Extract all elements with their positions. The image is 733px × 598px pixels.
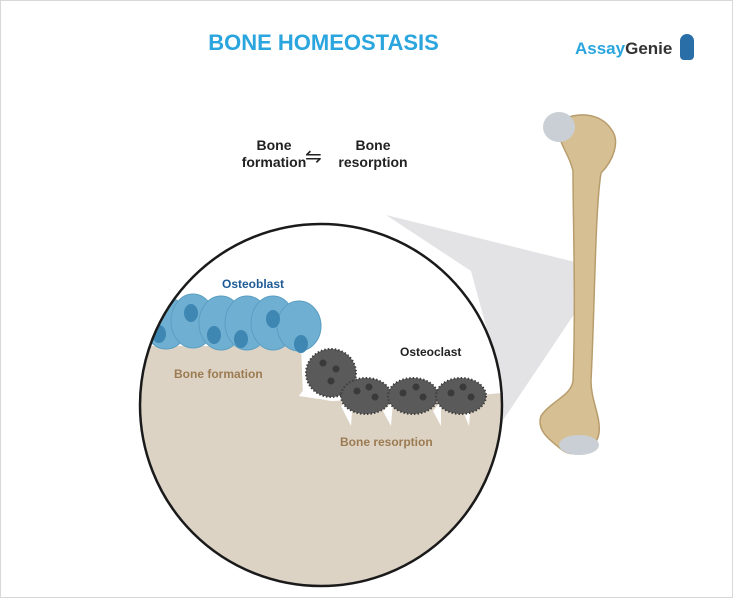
balance-bone-formation: Bone formation (239, 137, 309, 171)
femur-head (543, 112, 575, 142)
balance-right-line1: Bone (355, 137, 391, 153)
magnified-view-circle (138, 222, 504, 588)
bone-formation-label: Bone formation (174, 367, 263, 381)
assay-genie-logo: AssayGenie (575, 34, 695, 60)
osteoclast-label: Osteoclast (400, 345, 462, 359)
page-title: BONE HOMEOSTASIS (208, 30, 439, 55)
femur-condyle (559, 435, 599, 455)
bone-resorption-label: Bone resorption (340, 435, 433, 449)
balance-bone-resorption: Bone resorption (334, 137, 412, 171)
osteoblast-nuclei (152, 304, 308, 353)
femur-bone (539, 112, 617, 455)
zoom-wedge (386, 215, 583, 441)
osteoclast-cells (305, 348, 487, 415)
logo-text-assay: Assay (575, 39, 626, 58)
logo-text-genie: Genie (625, 39, 673, 58)
balance-left-line2: formation (241, 154, 307, 170)
genie-icon (680, 34, 695, 60)
osteoclast-nuclei (319, 359, 475, 401)
osteoblast-label: Osteoblast (222, 277, 285, 291)
balance-right-line2: resorption (338, 154, 408, 170)
balance-left-line1: Bone (256, 137, 292, 153)
equilibrium-arrows-icon: ⇋ (305, 146, 322, 168)
